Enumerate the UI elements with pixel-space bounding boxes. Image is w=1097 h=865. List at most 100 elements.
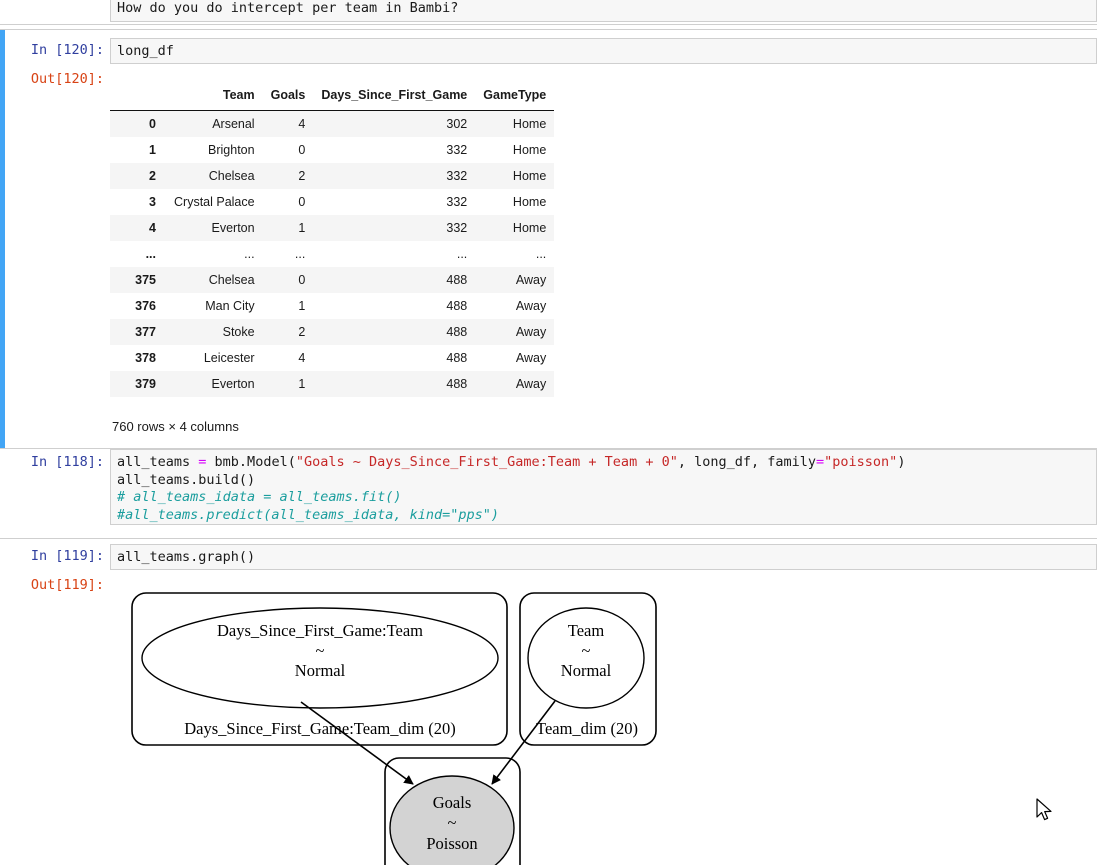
input-prompt-119: In [119]:	[30, 548, 104, 564]
table-cell-days_since_first_game: 302	[446, 117, 468, 131]
dataframe-index-header	[110, 82, 166, 111]
node-goals-ellipse	[389, 775, 515, 865]
code-line-4: #all_teams.predict(all_teams_idata, kind…	[117, 506, 500, 523]
plate-label-team: Team_dim (20)	[536, 719, 638, 738]
notebook-cell-118[interactable]: In [118]: all_teams = bmb.Model("Goals ~…	[0, 449, 1097, 537]
table-cell-goals: 2	[298, 169, 306, 183]
table-row-index: ...	[145, 247, 156, 261]
table-cell-team: Stoke	[222, 325, 255, 339]
node-team-name: Team	[568, 621, 605, 640]
node-goals-tilde: ~	[448, 813, 457, 832]
table-cell-gametype: Away	[515, 273, 547, 287]
table-row-index: 1	[149, 143, 156, 157]
cell-divider-1b	[0, 29, 1097, 30]
code-input-120[interactable]: long_df	[110, 38, 1097, 64]
table-row-index: 4	[149, 221, 156, 235]
code-line-3: # all_teams_idata = all_teams.fit()	[117, 489, 402, 505]
table-cell-days_since_first_game: 488	[446, 377, 468, 391]
input-prompt-120: In [120]:	[30, 42, 104, 58]
dataframe-table: Team Goals Days_Since_First_Game GameTyp…	[110, 82, 555, 397]
plate-days-since-first-game-team	[131, 592, 508, 746]
node-team-tilde: ~	[582, 641, 591, 660]
table-cell-days_since_first_game: 332	[446, 195, 468, 209]
table-cell-gametype: Away	[515, 299, 547, 313]
table-cell-team: Leicester	[203, 351, 255, 365]
table-cell-gametype: Away	[515, 325, 547, 339]
table-row-index: 378	[135, 351, 156, 365]
table-cell-gametype: Home	[512, 221, 547, 235]
selected-cell-indicator	[0, 30, 5, 448]
table-row-index: 3	[149, 195, 156, 209]
table-cell-team: Crystal Palace	[174, 195, 255, 209]
table-cell-days_since_first_game: 488	[446, 325, 468, 339]
table-cell-team: ...	[244, 247, 255, 261]
table-row: 376 Man City 1 488 Away	[110, 293, 555, 319]
table-cell-gametype: Home	[512, 195, 547, 209]
node-team-ellipse	[527, 607, 645, 709]
code-input-119[interactable]: all_teams.graph()	[110, 544, 1097, 570]
code-input-118[interactable]: all_teams = bmb.Model("Goals ~ Days_Sinc…	[110, 449, 1097, 525]
node-days-since-first-game-team-tilde: ~	[316, 641, 325, 660]
table-cell-goals: 1	[298, 299, 306, 313]
table-row-index: 375	[135, 273, 156, 287]
table-row-index: 0	[149, 117, 156, 131]
notebook-cell-120[interactable]: In [120]: long_df Out[120]: Team Goals D…	[0, 30, 1097, 448]
table-cell-gametype: Home	[512, 169, 547, 183]
table-cell-team: Man City	[205, 299, 255, 313]
table-cell-gametype: ...	[535, 247, 547, 261]
code-line-2: all_teams.build()	[117, 471, 256, 488]
code-line-1: all_teams = bmb.Model("Goals ~ Days_Sinc…	[117, 454, 906, 470]
input-prompt-118: In [118]:	[30, 454, 104, 470]
table-cell-days_since_first_game: 488	[446, 299, 468, 313]
plate-goals	[384, 757, 521, 865]
node-days-since-first-game-team-dist: Normal	[295, 661, 346, 680]
node-days-since-first-game-team-name: Days_Since_First_Game:Team	[217, 621, 423, 640]
table-cell-goals: 0	[298, 195, 306, 209]
notebook-cell-119[interactable]: In [119]: all_teams.graph() Out[119]: Da…	[0, 540, 1097, 865]
node-team-dist: Normal	[561, 661, 612, 680]
table-cell-goals: ...	[294, 247, 306, 261]
plate-label-days-since-first-game-team: Days_Since_First_Game:Team_dim (20)	[184, 719, 456, 738]
intro-cell-text[interactable]: How do you do intercept per team in Bamb…	[110, 0, 1097, 22]
table-cell-gametype: Away	[515, 351, 547, 365]
table-cell-goals: 0	[298, 273, 306, 287]
output-prompt-119: Out[119]:	[30, 577, 104, 593]
table-row: 3 Crystal Palace 0 332 Home	[110, 189, 555, 215]
table-cell-team: Brighton	[208, 143, 255, 157]
model-graph-svg: Days_Since_First_Game:Team ~ Normal Days…	[131, 592, 657, 865]
table-cell-days_since_first_game: 488	[446, 273, 468, 287]
dataframe-col-header-0: Team	[166, 82, 263, 111]
model-graph-output: Days_Since_First_Game:Team ~ Normal Days…	[128, 588, 688, 865]
dataframe-header-row: Team Goals Days_Since_First_Game GameTyp…	[110, 82, 555, 111]
table-cell-team: Chelsea	[208, 273, 255, 287]
table-cell-gametype: Away	[515, 377, 547, 391]
table-cell-days_since_first_game: ...	[456, 247, 468, 261]
dataframe-head: Team Goals Days_Since_First_Game GameTyp…	[110, 82, 555, 111]
cell-divider-3	[0, 538, 1097, 539]
node-goals-dist: Poisson	[426, 834, 477, 853]
table-row-index: 376	[135, 299, 156, 313]
table-cell-team: Arsenal	[212, 117, 255, 131]
dataframe-col-header-3: GameType	[475, 82, 555, 111]
table-cell-goals: 2	[298, 325, 306, 339]
table-cell-gametype: Home	[512, 117, 547, 131]
plate-team	[519, 592, 657, 746]
notebook-cell-intro[interactable]: How do you do intercept per team in Bamb…	[0, 0, 1097, 23]
table-cell-days_since_first_game: 332	[446, 221, 468, 235]
table-cell-team: Chelsea	[208, 169, 255, 183]
table-cell-team: Everton	[211, 221, 255, 235]
table-cell-goals: 0	[298, 143, 306, 157]
table-cell-goals: 4	[298, 351, 306, 365]
table-cell-days_since_first_game: 332	[446, 169, 468, 183]
table-row: 2 Chelsea 2 332 Home	[110, 163, 555, 189]
table-row-index: 2	[149, 169, 156, 183]
output-prompt-120: Out[120]:	[30, 71, 104, 87]
